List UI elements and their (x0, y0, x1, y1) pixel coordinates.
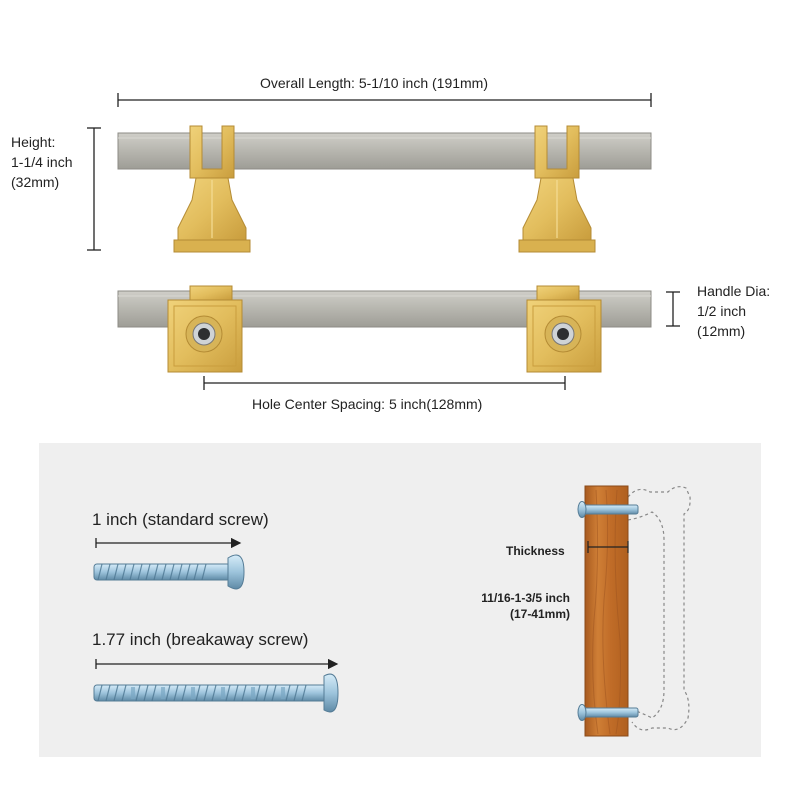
standard-screw (93, 537, 245, 590)
overall-length-label: Overall Length: 5-1/10 inch (191mm) (260, 75, 488, 91)
height-dimension-line (87, 127, 101, 251)
hole-spacing-label: Hole Center Spacing: 5 inch(128mm) (252, 396, 483, 412)
handle-dia-dimension-line (666, 291, 680, 327)
right-base (526, 285, 602, 373)
height-label: Height: 1-1/4 inch (32mm) (11, 134, 73, 190)
thickness-value: 11/16-1-3/5 inch (17-41mm) (481, 591, 570, 621)
screw-info-panel (39, 443, 761, 757)
hole-spacing-dimension-line (203, 376, 566, 390)
left-base (167, 285, 243, 373)
right-post (518, 125, 596, 253)
breakaway-screw-label: 1.77 inch (breakaway screw) (92, 630, 309, 649)
handle-top-view (117, 285, 652, 373)
handle-dia-label: Handle Dia: 1/2 inch (12mm) (697, 283, 771, 339)
handle-side-view (117, 125, 652, 253)
door-cross-section (577, 485, 691, 737)
overall-length-dimension-line (117, 93, 652, 107)
left-post (173, 125, 251, 253)
standard-screw-label: 1 inch (standard screw) (92, 510, 269, 529)
breakaway-screw (93, 658, 339, 713)
thickness-label: Thickness (506, 544, 565, 558)
